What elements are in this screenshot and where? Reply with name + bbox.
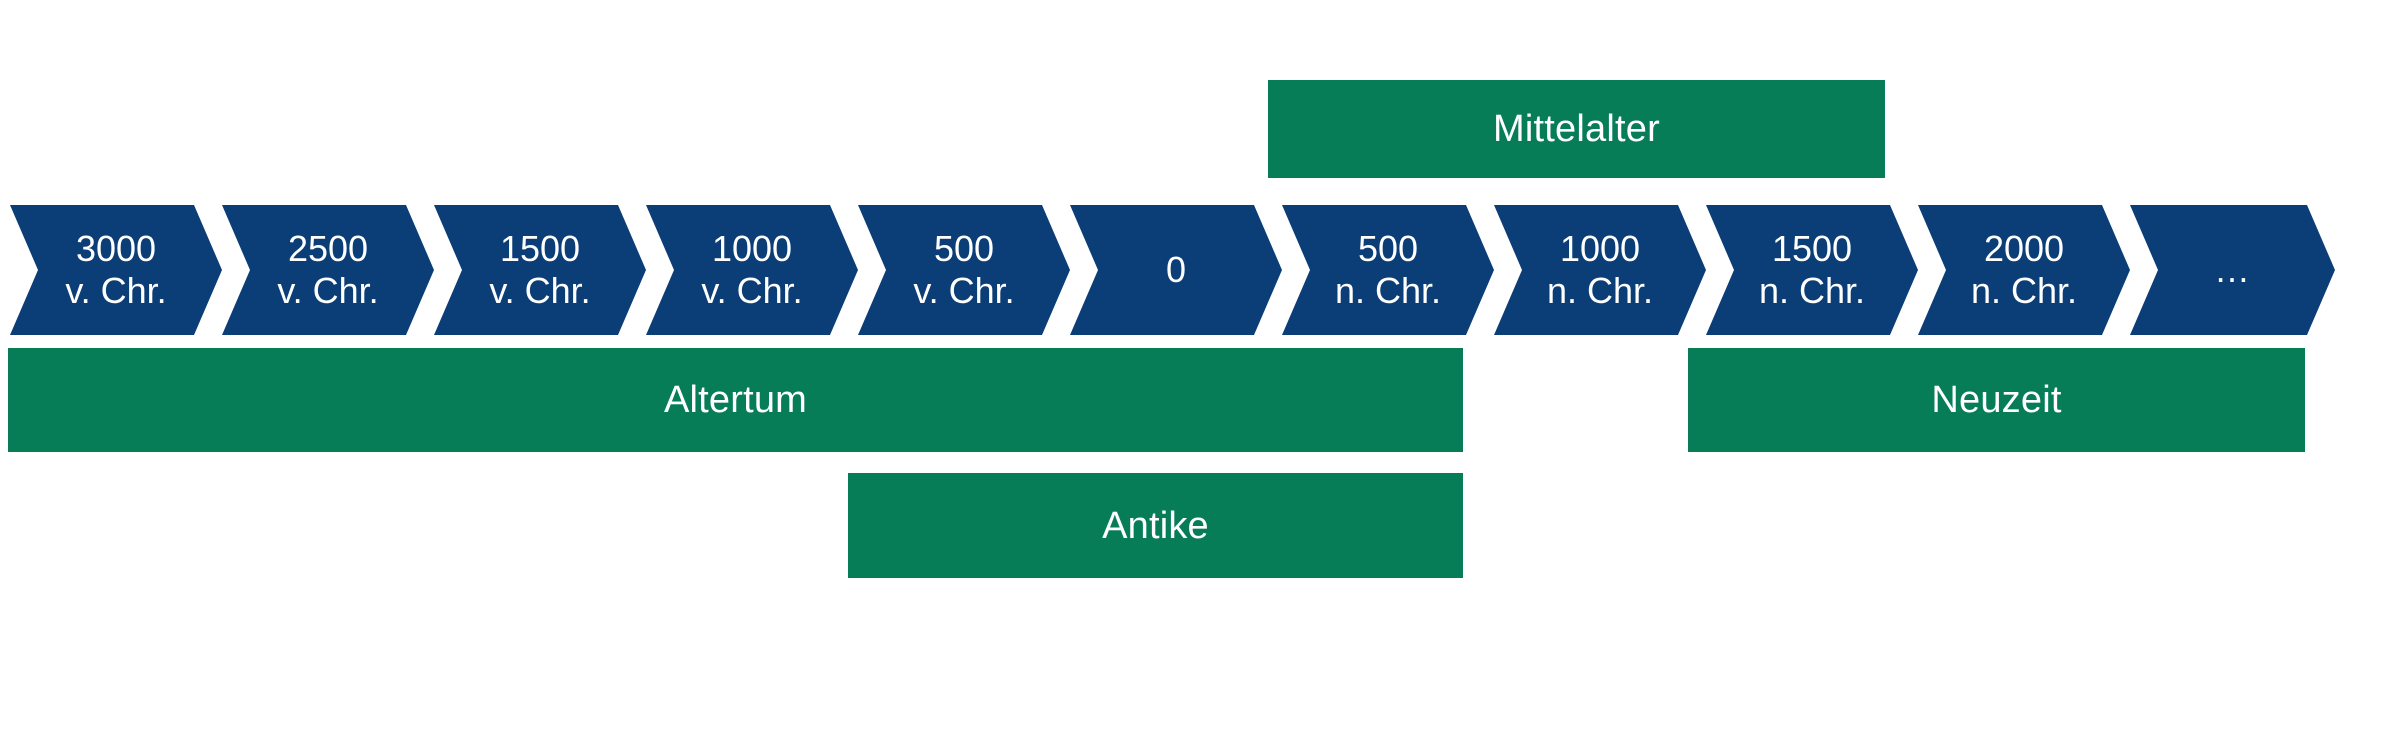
era-year: 1500 bbox=[499, 227, 581, 269]
era-year: 2000 bbox=[1983, 227, 2065, 269]
period-antike[interactable]: Antike bbox=[848, 473, 1463, 578]
era-epoch-suffix: n. Chr. bbox=[1970, 270, 2078, 311]
era-epoch-suffix: v. Chr. bbox=[489, 270, 591, 311]
era-epoch-suffix: n. Chr. bbox=[1758, 270, 1866, 311]
era-epoch-suffix: v. Chr. bbox=[277, 270, 379, 311]
period-label: Neuzeit bbox=[1931, 379, 2062, 421]
era-epoch-suffix: n. Chr. bbox=[1334, 270, 1442, 311]
era-year: 0 bbox=[1165, 248, 1187, 290]
period-label: Mittelalter bbox=[1493, 108, 1660, 150]
era-year: 1500 bbox=[1771, 227, 1853, 269]
period-mittelalter[interactable]: Mittelalter bbox=[1268, 80, 1885, 178]
era-0[interactable]: 0 bbox=[1070, 205, 1282, 335]
era-year: 500 bbox=[1357, 227, 1419, 269]
era-epoch-suffix: n. Chr. bbox=[1546, 270, 1654, 311]
era-year: … bbox=[2214, 248, 2251, 290]
period-altertum[interactable]: Altertum bbox=[8, 348, 1463, 452]
period-label: Antike bbox=[1102, 504, 1209, 547]
period-label: Altertum bbox=[663, 379, 808, 421]
era-epoch-suffix: v. Chr. bbox=[65, 270, 167, 311]
era-future[interactable]: … bbox=[2130, 205, 2335, 335]
era-year: 1000 bbox=[1559, 227, 1641, 269]
era-year: 1000 bbox=[711, 227, 793, 269]
era-year: 3000 bbox=[75, 227, 157, 269]
era-year: 500 bbox=[933, 227, 995, 269]
era-epoch-suffix: v. Chr. bbox=[701, 270, 803, 311]
era-epoch-suffix: v. Chr. bbox=[913, 270, 1015, 311]
era-year: 2500 bbox=[287, 227, 369, 269]
period-neuzeit[interactable]: Neuzeit bbox=[1688, 348, 2305, 452]
